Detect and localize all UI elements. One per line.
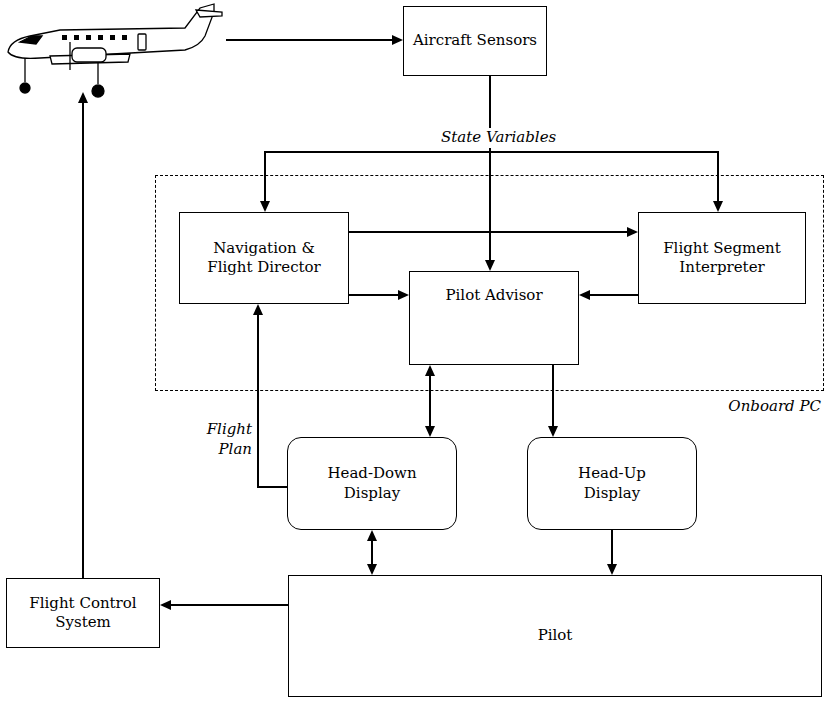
box-label: Head-Up Display	[556, 464, 668, 503]
connector-line	[258, 313, 287, 487]
connector	[349, 227, 638, 237]
display-box: Head-Down Display	[287, 437, 457, 530]
connector	[253, 304, 287, 487]
connector	[579, 290, 638, 300]
box-label: Pilot Advisor	[445, 286, 542, 306]
process-box: Pilot Advisor	[409, 271, 579, 365]
box-label: Flight Control System	[15, 594, 151, 633]
connector-line	[611, 530, 613, 566]
connector-line	[552, 365, 554, 428]
box-label: Pilot	[538, 626, 573, 646]
arrow-head	[713, 201, 723, 212]
box-label: Aircraft Sensors	[413, 31, 537, 51]
process-box: Flight Segment Interpreter	[638, 212, 806, 304]
box-label: Flight Segment Interpreter	[652, 239, 792, 278]
arrow-head	[367, 564, 377, 575]
connector-line	[588, 294, 638, 296]
box-label: Head-Down Display	[316, 464, 428, 503]
connector	[607, 530, 617, 575]
arrow-head	[425, 426, 435, 437]
connector	[425, 365, 435, 437]
edge-label: Flight Plan	[194, 420, 252, 459]
aircraft-drawing	[8, 4, 222, 97]
connector-line	[349, 231, 629, 233]
arrow-head	[367, 530, 377, 541]
process-box: Navigation & Flight Director	[179, 212, 349, 304]
onboard-pc-region: Onboard PCNavigation & Flight DirectorFl…	[155, 175, 824, 391]
connector	[367, 530, 377, 575]
connector-line	[371, 539, 373, 566]
arrow-head	[579, 290, 590, 300]
arrow-head	[398, 290, 409, 300]
box-label: Navigation & Flight Director	[194, 239, 334, 278]
connector	[485, 76, 495, 271]
arrow-head	[253, 304, 263, 315]
arrow-head	[627, 227, 638, 237]
region-label: Onboard PC	[728, 397, 821, 417]
pilot-box: Pilot	[288, 575, 822, 697]
arrow-head	[548, 426, 558, 437]
connector	[160, 600, 288, 610]
display-box: Head-Up Display	[527, 437, 697, 530]
connector-line	[169, 604, 288, 606]
arrow-head	[260, 201, 270, 212]
arrow-head	[485, 260, 495, 271]
connector-line	[349, 294, 400, 296]
arrow-head	[425, 365, 435, 376]
edge-label: State Variables	[438, 128, 559, 148]
control-box: Flight Control System	[6, 578, 160, 648]
arrow-head	[160, 600, 171, 610]
connector-line	[429, 374, 431, 428]
connector	[548, 365, 558, 437]
connector	[349, 290, 409, 300]
sensor-box: Aircraft Sensors	[403, 6, 547, 76]
arrow-head	[607, 564, 617, 575]
connector-line	[489, 76, 491, 262]
